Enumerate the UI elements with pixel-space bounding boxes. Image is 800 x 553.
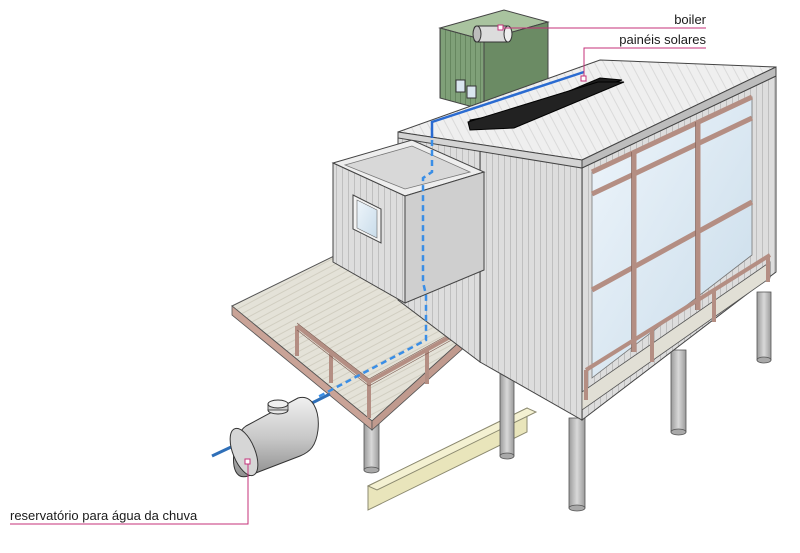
solar-feed-pipe	[430, 70, 585, 138]
solar-panels-label: painéis solares	[619, 32, 706, 47]
main-front-facade	[581, 75, 777, 422]
annex-box	[331, 139, 486, 304]
rain-downpipe	[315, 140, 434, 400]
tank-inlet-pipe	[309, 392, 331, 406]
window-frames	[590, 94, 754, 352]
rain-tank-label: reservatório para água da chuva	[10, 508, 198, 523]
tank-leader	[10, 462, 249, 525]
boiler-label: boiler	[674, 12, 706, 27]
water-pipes	[211, 70, 585, 458]
leader-lines	[10, 27, 706, 525]
main-roof	[397, 59, 777, 169]
solar-leader	[583, 47, 706, 78]
foundation-beam	[366, 407, 538, 511]
rainwater-tank	[229, 396, 319, 478]
annex-window	[352, 194, 382, 244]
leader-markers	[244, 24, 587, 465]
